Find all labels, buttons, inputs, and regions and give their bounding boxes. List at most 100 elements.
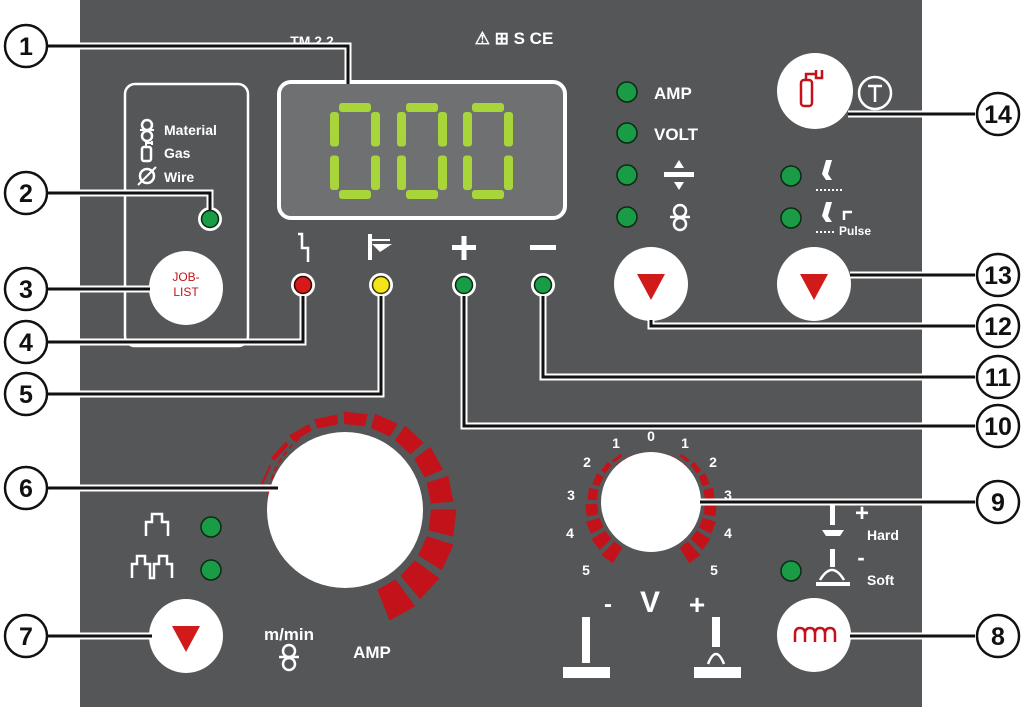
scale-right-2: 2 bbox=[709, 454, 717, 470]
voltage-scale-segment bbox=[703, 487, 715, 501]
plus-led bbox=[454, 275, 474, 295]
display-segment bbox=[438, 112, 447, 147]
display-segment bbox=[463, 155, 472, 190]
callout-circle bbox=[975, 91, 1021, 137]
torch-icon bbox=[816, 160, 842, 191]
voltage-scale-segment bbox=[585, 503, 599, 517]
scale-left-4: 4 bbox=[566, 525, 574, 541]
display-segment bbox=[438, 155, 447, 190]
voltage-scale-segment bbox=[679, 453, 690, 463]
wirespeed-led bbox=[616, 206, 638, 228]
scale-right-5: 5 bbox=[710, 562, 718, 578]
main-scale-segment bbox=[260, 464, 272, 485]
voltage-scale-segment bbox=[612, 453, 623, 463]
volt-led bbox=[616, 122, 638, 144]
down-arrow-icon bbox=[800, 274, 828, 300]
main-scale-segment bbox=[370, 413, 398, 437]
callout-number: 8 bbox=[991, 623, 1005, 651]
display-segment bbox=[472, 190, 504, 199]
main-knob[interactable] bbox=[267, 432, 423, 588]
gas-test-group bbox=[777, 53, 893, 129]
voltage-knob[interactable] bbox=[601, 452, 701, 552]
display-segment bbox=[406, 103, 438, 112]
temperature-icon bbox=[368, 234, 392, 260]
gas-bottle-icon bbox=[140, 141, 153, 163]
callout-circle bbox=[975, 613, 1021, 659]
callout-number: 13 bbox=[984, 262, 1012, 290]
main-scale-segment bbox=[377, 579, 416, 621]
2t-led bbox=[200, 516, 222, 538]
job-list-button[interactable] bbox=[149, 251, 223, 325]
display-segment bbox=[397, 155, 406, 190]
callout-circle bbox=[975, 354, 1021, 400]
scale-right-3: 3 bbox=[724, 487, 732, 503]
scale-zero: 0 bbox=[647, 428, 655, 444]
trigger-mode-group bbox=[130, 512, 223, 673]
display-segment bbox=[472, 103, 504, 112]
callout-number: 14 bbox=[984, 101, 1012, 129]
callout-number: 12 bbox=[984, 313, 1012, 341]
voltage-scale-segment bbox=[601, 541, 623, 564]
main-scale-segment bbox=[400, 560, 440, 600]
main-scale-segment bbox=[343, 411, 368, 427]
callout-circle bbox=[3, 465, 49, 511]
leader-line bbox=[47, 44, 350, 84]
scale-left-5: 5 bbox=[582, 562, 590, 578]
amp-knob-label: AMP bbox=[353, 643, 391, 662]
voltage-minus: - bbox=[604, 591, 612, 618]
timer-icon bbox=[857, 75, 893, 111]
4t-icon bbox=[130, 554, 174, 580]
main-scale-segment bbox=[426, 475, 454, 504]
callout-number: 3 bbox=[19, 276, 33, 304]
leader-line bbox=[47, 296, 305, 344]
callout-circle bbox=[975, 403, 1021, 449]
display-segment bbox=[463, 112, 472, 147]
main-knob-scale bbox=[260, 411, 457, 621]
callout-circle bbox=[975, 252, 1021, 298]
main-scale-segment bbox=[394, 425, 424, 455]
scale-left-1: 1 bbox=[612, 435, 620, 451]
pulse-torch-icon bbox=[816, 202, 852, 233]
leader-line bbox=[541, 296, 975, 379]
voltage-v: V bbox=[640, 586, 660, 619]
callout-circle bbox=[3, 613, 49, 659]
display-segment bbox=[504, 112, 513, 147]
callout-number: 5 bbox=[19, 381, 33, 409]
down-arrow-icon bbox=[637, 274, 665, 300]
main-scale-segment bbox=[289, 424, 312, 442]
display-segment bbox=[504, 155, 513, 190]
main-scale-segment bbox=[314, 414, 338, 429]
gas-bottle-icon bbox=[799, 70, 824, 108]
thickness-led bbox=[616, 164, 638, 186]
leader-line bbox=[649, 320, 975, 328]
amp-led bbox=[616, 81, 638, 103]
voltage-scale-segment bbox=[679, 541, 701, 564]
standard-led bbox=[780, 165, 802, 187]
display-select-group: AMP VOLT bbox=[614, 81, 699, 321]
callout-number: 11 bbox=[985, 364, 1012, 392]
leader-line bbox=[47, 296, 383, 396]
amp-label: AMP bbox=[654, 84, 692, 103]
display-segment bbox=[330, 155, 339, 190]
minus-icon bbox=[530, 245, 556, 250]
gas-test-button[interactable] bbox=[777, 53, 853, 129]
hard-plus: + bbox=[855, 500, 869, 527]
speed-unit-label: m/min bbox=[264, 625, 314, 644]
material-thickness-icon bbox=[664, 160, 694, 190]
main-knob-group: m/min AMP bbox=[260, 411, 457, 672]
callout-number: 6 bbox=[19, 475, 33, 503]
hard-arc-icon bbox=[822, 505, 844, 536]
display-segment bbox=[371, 112, 380, 147]
legend-wire: Wire bbox=[164, 169, 194, 185]
display-segment bbox=[371, 155, 380, 190]
error-icon bbox=[298, 232, 310, 262]
process-select-group: Pulse bbox=[777, 160, 871, 321]
legend-gas: Gas bbox=[164, 145, 191, 161]
callout-number: 1 bbox=[19, 33, 33, 61]
voltage-scale-segment bbox=[600, 461, 612, 474]
scale-left-2: 2 bbox=[583, 454, 591, 470]
callout-number: 9 bbox=[991, 489, 1005, 517]
job-list-box: Material Gas Wire JOB- LIST bbox=[123, 82, 250, 348]
